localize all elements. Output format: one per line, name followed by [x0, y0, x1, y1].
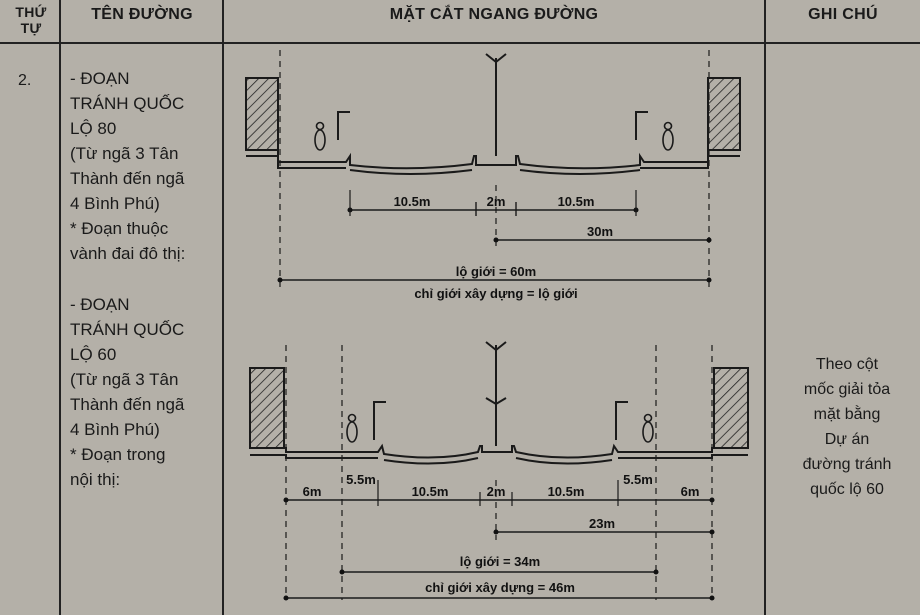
road1-line: TRÁNH QUỐC: [70, 94, 185, 113]
road1-line: * Đoạn thuộc: [70, 219, 169, 238]
building-right: [707, 77, 741, 151]
road2-line: LỘ 60: [70, 345, 117, 364]
road2-line: - ĐOẠN: [70, 295, 130, 314]
dim-1-a: 10.5m: [394, 194, 431, 209]
dim-2-e: 10.5m: [548, 484, 585, 499]
column-divider: [222, 0, 224, 615]
note-line: đường tránh: [802, 456, 892, 473]
row-number: 2.: [18, 72, 32, 89]
dim-2-lo-gioi: lộ giới = 34m: [460, 554, 540, 569]
cross-section-1: [245, 50, 741, 290]
building-left: [245, 77, 279, 151]
header-cross-section: MẶT CẮT NGANG ĐƯỜNG: [389, 6, 599, 23]
header-stt: THỨ TỰ: [15, 4, 47, 36]
note-line: Theo cột: [815, 356, 879, 373]
road2-line: nội thị:: [70, 470, 121, 489]
road-names: - ĐOẠN TRÁNH QUỐC LỘ 80 (Từ ngã 3 Tân Th…: [70, 66, 220, 492]
note-line: mốc giải tỏa: [803, 381, 891, 398]
note-line: Dự án: [824, 431, 870, 448]
dim-2-half: 23m: [589, 516, 615, 531]
road1-line: - ĐOẠN: [70, 69, 130, 88]
dim-2-a: 6m: [303, 484, 322, 499]
road2-line: TRÁNH QUỐC: [70, 320, 185, 339]
road1-line: LỘ 80: [70, 119, 117, 138]
road1-line: 4 Bình Phú): [70, 194, 160, 213]
road2-line: (Từ ngã 3 Tân: [70, 370, 179, 389]
dim-2-f: 5.5m: [623, 472, 653, 487]
note-line: quốc lộ 60: [810, 481, 884, 498]
column-divider: [764, 0, 766, 615]
dim-2-d: 2m: [487, 484, 506, 499]
header-divider: [0, 42, 920, 44]
road2-line: Thành đến ngã: [70, 395, 185, 414]
road1-line: Thành đến ngã: [70, 169, 185, 188]
road2-line: * Đoạn trong: [70, 445, 166, 464]
note-text: Theo cột mốc giải tỏa mặt bằng Dự án đườ…: [782, 352, 912, 502]
dim-1-c: 10.5m: [558, 194, 595, 209]
cross-section-2: [249, 341, 749, 601]
column-divider: [59, 0, 61, 615]
road1-line: (Từ ngã 3 Tân: [70, 144, 179, 163]
note-line: mặt bằng: [813, 406, 881, 423]
dim-2-c: 10.5m: [412, 484, 449, 499]
dim-2-b: 5.5m: [346, 472, 376, 487]
dim-1-lo-gioi: lộ giới = 60m: [456, 264, 536, 279]
dim-1-chi-gioi: chỉ giới xây dựng = lộ giới: [414, 286, 577, 301]
road1-line: vành đai đô thị:: [70, 244, 186, 263]
dim-2-g: 6m: [681, 484, 700, 499]
building-right: [713, 367, 749, 449]
header-road-name: TÊN ĐƯỜNG: [91, 6, 193, 23]
header-note: GHI CHÚ: [808, 6, 878, 23]
dim-1-b: 2m: [487, 194, 506, 209]
dim-1-half: 30m: [587, 224, 613, 239]
building-left: [249, 367, 285, 449]
dim-2-chi-gioi: chỉ giới xây dựng = 46m: [425, 580, 575, 595]
road2-line: 4 Bình Phú): [70, 420, 160, 439]
